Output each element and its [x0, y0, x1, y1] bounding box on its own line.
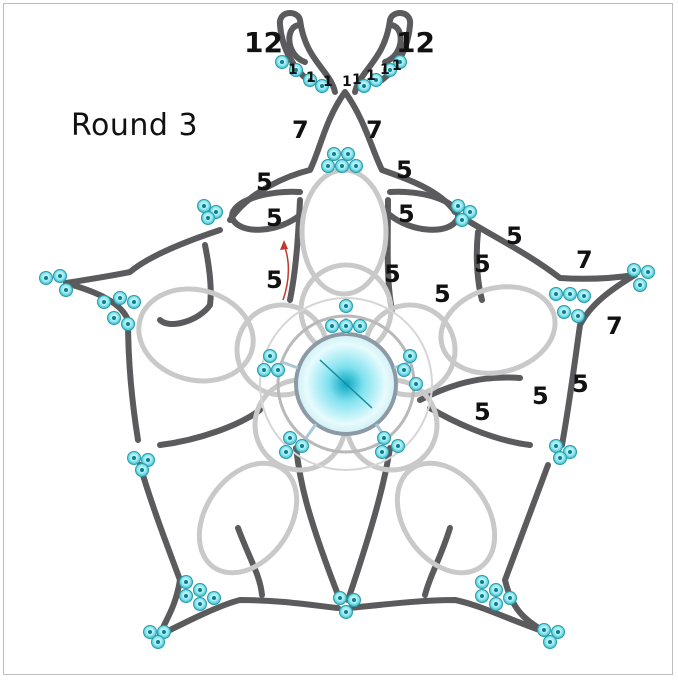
stitch-count: 7 — [366, 116, 383, 144]
hanger-one-label: 1 — [352, 72, 362, 88]
stitch-count: 5 — [474, 250, 491, 278]
hanger-one-label: 1 — [380, 62, 390, 78]
stitch-count: 5 — [474, 398, 491, 426]
stitch-count: 5 — [396, 156, 413, 184]
hanger-count-left: 12 — [244, 26, 283, 59]
stitch-count: 5 — [398, 200, 415, 228]
hanger-one-label: 1 — [392, 58, 402, 74]
hanger-one-label: 1 — [342, 74, 352, 90]
stitch-count: 7 — [292, 116, 309, 144]
hanger-one-label: 1 — [288, 62, 298, 78]
hanger-one-label: 1 — [306, 70, 316, 86]
stitch-count: 5 — [266, 266, 283, 294]
stitch-count: 5 — [266, 204, 283, 232]
center-bead — [282, 318, 410, 438]
hanger-one-label: 1 — [366, 68, 376, 84]
stitch-count: 5 — [532, 382, 549, 410]
stitch-count: 7 — [606, 312, 623, 340]
stitch-count: 7 — [576, 246, 593, 274]
hanger-one-label: 1 — [323, 74, 333, 90]
stitch-count: 5 — [256, 168, 273, 196]
stitch-count: 5 — [506, 222, 523, 250]
hanger-count-right: 12 — [396, 26, 435, 59]
stitch-count: 5 — [572, 370, 589, 398]
stitch-count: 5 — [384, 260, 401, 288]
stitch-count: 5 — [434, 280, 451, 308]
